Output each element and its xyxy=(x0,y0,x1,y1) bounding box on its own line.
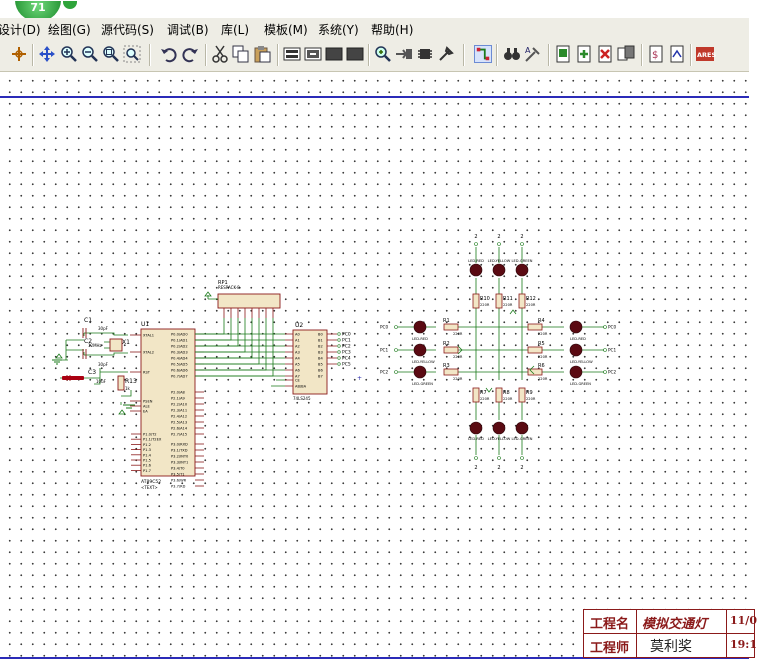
project-value: 模拟交通灯 xyxy=(642,617,708,632)
pan-icon[interactable] xyxy=(38,45,56,63)
crosshair-icon[interactable] xyxy=(10,45,28,63)
menu-library[interactable]: 库(L) xyxy=(221,23,250,37)
block-move-icon[interactable] xyxy=(304,45,322,63)
cut-icon[interactable] xyxy=(211,45,229,63)
sheet-border-bottom xyxy=(0,657,749,659)
status-indicator-icon xyxy=(62,0,78,10)
ares-icon[interactable]: ARES xyxy=(696,45,716,63)
redo-icon[interactable] xyxy=(181,45,199,63)
add-sheet-icon[interactable] xyxy=(575,45,593,63)
svg-text:A: A xyxy=(525,46,531,55)
title-block: 工程名 模拟交通灯 11/0 工程师 莫利奖 19:1 xyxy=(583,609,757,658)
menu-source[interactable]: 源代码(S) xyxy=(101,23,154,37)
sheet-border-top xyxy=(0,96,749,98)
make-device-icon[interactable] xyxy=(395,45,413,63)
block-rotate-icon[interactable] xyxy=(325,45,343,63)
remove-sheet-icon[interactable] xyxy=(596,45,614,63)
menu-design[interactable]: 设计(D) xyxy=(0,23,41,37)
block-copy-icon[interactable] xyxy=(283,45,301,63)
engineer-label: 工程师 xyxy=(590,641,630,656)
copy-icon[interactable] xyxy=(232,45,250,63)
ares-label: ARES xyxy=(697,51,716,59)
goto-sheet-icon[interactable] xyxy=(617,45,635,63)
search-icon[interactable] xyxy=(503,45,521,63)
property-assign-icon[interactable]: A xyxy=(524,45,542,63)
zoom-in-icon[interactable] xyxy=(60,45,78,63)
toolbar: A $ ARES xyxy=(0,39,749,72)
zoom-out-icon[interactable] xyxy=(81,45,99,63)
wire-autorouter-icon[interactable] xyxy=(474,45,492,63)
notification-count: 71 xyxy=(30,1,46,14)
menu-debug[interactable]: 调试(B) xyxy=(167,23,209,37)
new-sheet-icon[interactable] xyxy=(554,45,572,63)
menu-help[interactable]: 帮助(H) xyxy=(371,23,414,37)
project-label: 工程名 xyxy=(590,617,630,632)
menu-draw[interactable]: 绘图(G) xyxy=(48,23,91,37)
svg-text:$: $ xyxy=(652,50,658,61)
block-delete-icon[interactable] xyxy=(346,45,364,63)
zoom-area-icon[interactable] xyxy=(123,45,141,63)
package-tool-icon[interactable] xyxy=(416,45,434,63)
time-value: 19:1 xyxy=(730,638,757,651)
zoom-all-icon[interactable] xyxy=(102,45,120,63)
engineer-value: 莫利奖 xyxy=(650,639,692,655)
pick-device-icon[interactable] xyxy=(374,45,392,63)
undo-icon[interactable] xyxy=(160,45,178,63)
menu-system[interactable]: 系统(Y) xyxy=(318,23,359,37)
bill-of-materials-icon[interactable]: $ xyxy=(647,45,665,63)
date-value: 11/0 xyxy=(730,614,757,627)
menu-bar: 设计(D) 绘图(G) 源代码(S) 调试(B) 库(L) 模板(M) 系统(Y… xyxy=(0,18,749,39)
netlist-icon[interactable] xyxy=(668,45,686,63)
schematic-canvas[interactable] xyxy=(0,72,749,660)
menu-template[interactable]: 模板(M) xyxy=(264,23,308,37)
paste-icon[interactable] xyxy=(253,45,271,63)
decompose-icon[interactable] xyxy=(437,45,455,63)
